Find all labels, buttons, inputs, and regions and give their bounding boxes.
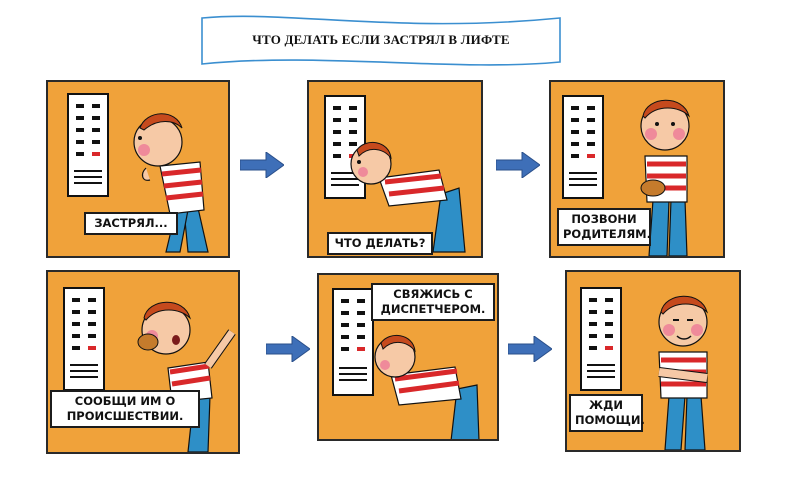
panel-wait-for-help: ЖДИ ПОМОЩИ.: [565, 270, 741, 452]
caption-box: ЧТО ДЕЛАТЬ?: [327, 232, 433, 255]
page-title: ЧТО ДЕЛАТЬ ЕСЛИ ЗАСТРЯЛ В ЛИФТЕ: [252, 32, 510, 47]
caption-box: ЖДИ ПОМОЩИ.: [569, 394, 645, 432]
boy-waiting-illustration: [580, 287, 708, 450]
caption-line: ЖДИ: [589, 398, 623, 412]
caption-line: ЧТО ДЕЛАТЬ?: [334, 236, 426, 250]
banner-shape: [201, 15, 561, 66]
caption-line: СВЯЖИСЬ С: [393, 287, 473, 301]
panel-report-incident: СООБЩИ ИМ О ПРОИСШЕСТВИИ.: [46, 270, 240, 454]
boy-bending-illustration: [324, 95, 466, 253]
panel-stuck: ЗАСТРЯЛ...: [46, 80, 230, 258]
caption-line: ДИСПЕТЧЕРОМ.: [380, 302, 486, 316]
caption-box: ПОЗВОНИ РОДИТЕЛЯМ.: [557, 208, 651, 246]
caption-box: СВЯЖИСЬ С ДИСПЕТЧЕРОМ.: [371, 283, 495, 321]
caption-box: ЗАСТРЯЛ...: [84, 212, 178, 235]
title-banner: ЧТО ДЕЛАТЬ ЕСЛИ ЗАСТРЯЛ В ЛИФТЕ: [198, 12, 564, 68]
arrow-right-icon: [240, 152, 284, 178]
panel-what-to-do: ЧТО ДЕЛАТЬ?: [307, 80, 483, 258]
caption-line: ПРОИСШЕСТВИИ.: [66, 409, 184, 423]
caption-line: РОДИТЕЛЯМ.: [563, 227, 651, 241]
caption-box: СООБЩИ ИМ О ПРОИСШЕСТВИИ.: [50, 390, 200, 428]
boy-intercom-illustration: [332, 288, 480, 439]
caption-line: СООБЩИ ИМ О: [74, 394, 176, 408]
boy-phone-illustration: [562, 95, 690, 256]
caption-line: ЗАСТРЯЛ...: [94, 216, 168, 230]
arrow-right-icon: [266, 336, 310, 362]
arrow-right-icon: [508, 336, 552, 362]
panel-call-parents: ПОЗВОНИ РОДИТЕЛЯМ.: [549, 80, 725, 258]
panel-contact-dispatcher: СВЯЖИСЬ С ДИСПЕТЧЕРОМ.: [317, 273, 499, 441]
caption-line: ПОЗВОНИ: [571, 212, 637, 226]
caption-line: ПОМОЩИ.: [575, 413, 645, 427]
arrow-right-icon: [496, 152, 540, 178]
